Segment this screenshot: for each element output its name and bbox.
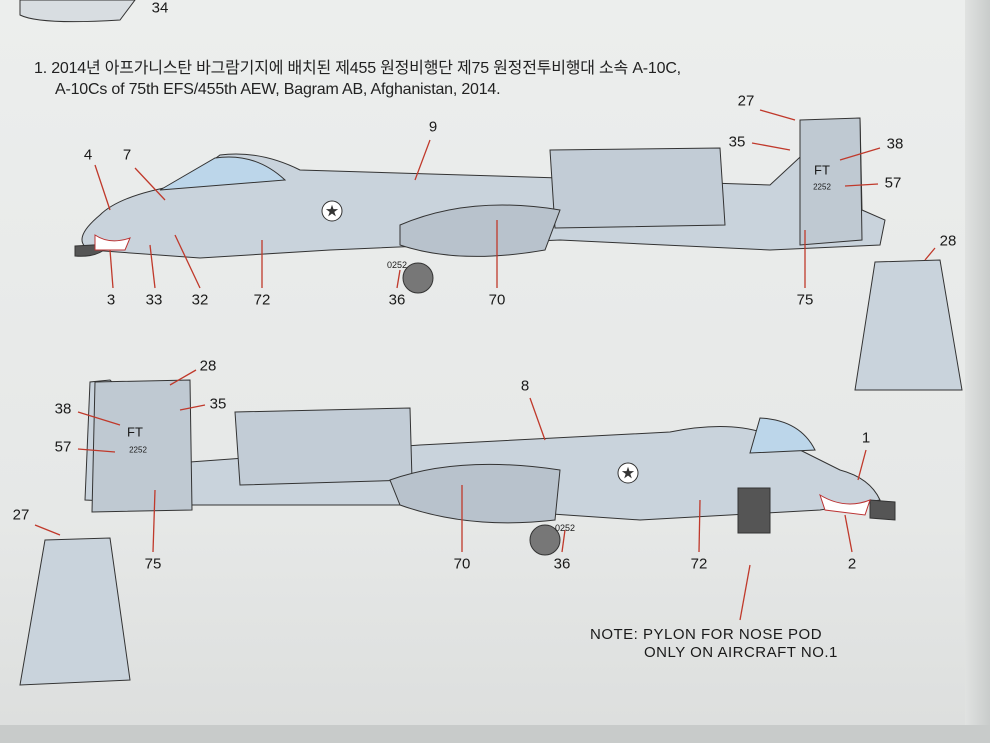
serial-marking-top: 0252	[386, 260, 408, 270]
title-english: A-10Cs of 75th EFS/455th AEW, Bagram AB,…	[55, 81, 501, 98]
tail-view-right-top	[854, 259, 963, 391]
callout: 8	[520, 377, 530, 395]
callout: 36	[553, 555, 571, 573]
callout: 72	[690, 555, 708, 573]
callout: 57	[884, 174, 902, 192]
aircraft-profile-left: ★	[74, 117, 886, 294]
callout: 72	[253, 291, 271, 309]
tail-code-bottom: FT	[127, 424, 143, 440]
callout: 4	[83, 146, 93, 164]
callout: 27	[737, 92, 755, 110]
tail-serial-bottom: 2252	[129, 445, 147, 455]
title-korean: 1. 2014년 아프가니스탄 바그람기지에 배치된 제455 원정비행단 제7…	[34, 60, 681, 77]
aircraft-profile-right: ★	[84, 379, 896, 556]
note-line-2: ONLY ON AIRCRAFT NO.1	[644, 644, 838, 661]
serial-marking-bottom: 0252	[554, 523, 576, 533]
callout: 7	[122, 146, 132, 164]
callout: 2	[847, 555, 857, 573]
partial-drawing-top	[19, 0, 136, 23]
callout: 38	[54, 400, 72, 418]
callout: 35	[209, 395, 227, 413]
callout: 27	[12, 506, 30, 524]
callout: 33	[145, 291, 163, 309]
callout: 36	[388, 291, 406, 309]
tail-view-left-bottom	[19, 537, 131, 686]
callout: 57	[54, 438, 72, 456]
callout: 9	[428, 118, 438, 136]
pylon-note: NOTE: PYLON FOR NOSE POD ONLY ON AIRCRAF…	[590, 626, 838, 662]
callout: 32	[191, 291, 209, 309]
callout: 1	[861, 429, 871, 447]
callout: 38	[886, 135, 904, 153]
callout: 3	[106, 291, 116, 309]
leader-lines	[34, 109, 936, 621]
svg-text:★: ★	[327, 204, 338, 218]
scheme-title: 1. 2014년 아프가니스탄 바그람기지에 배치된 제455 원정비행단 제7…	[34, 58, 681, 100]
tail-serial-top: 2252	[813, 182, 831, 192]
callout: 28	[199, 357, 217, 375]
svg-text:★: ★	[623, 466, 634, 480]
callout: 28	[939, 232, 957, 250]
callout-34: 34	[151, 0, 169, 17]
table-surface	[0, 725, 990, 743]
callout: 35	[728, 133, 746, 151]
callout: 70	[488, 291, 506, 309]
callout: 75	[796, 291, 814, 309]
tail-code-top: FT	[814, 162, 830, 178]
note-line-1: NOTE: PYLON FOR NOSE POD	[590, 626, 823, 643]
page-edge-shadow	[965, 0, 990, 743]
callout: 75	[144, 555, 162, 573]
callout: 70	[453, 555, 471, 573]
